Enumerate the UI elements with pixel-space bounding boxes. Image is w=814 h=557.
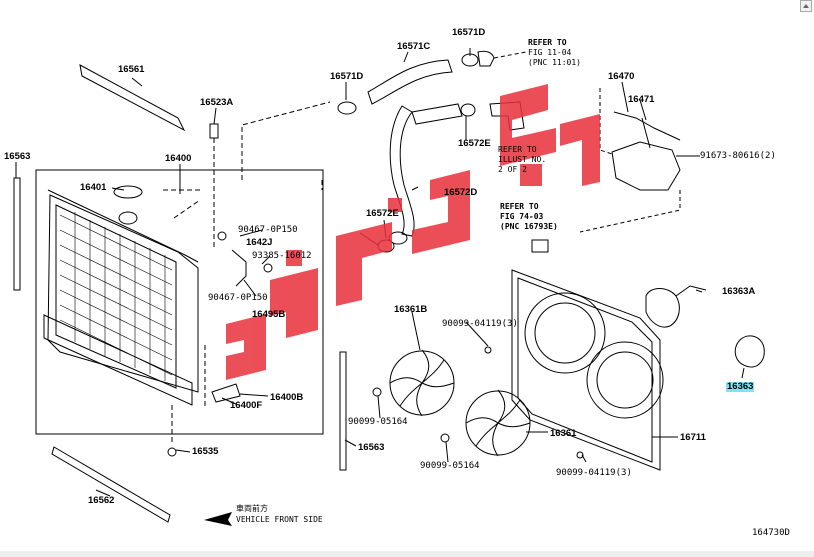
- watermark-logo: [226, 84, 600, 380]
- radiator-cap-16401: [113, 185, 143, 199]
- fan-motor-16363: [734, 335, 765, 368]
- part-label: 16561: [118, 64, 145, 75]
- part-label: 16563: [358, 442, 385, 453]
- side-seal-16563: [13, 177, 21, 291]
- side-seal-16563b: [339, 351, 347, 471]
- refer-note-2: REFER TO ILLUST NO. 2 OF 2: [498, 145, 547, 174]
- part-label: 1642J: [246, 237, 273, 248]
- part-label: 16572D: [444, 187, 478, 198]
- lower-seal-16562: [51, 446, 171, 523]
- refer-note-1: REFER TO FIG 11-04 (PNC 11:01): [528, 38, 581, 67]
- part-label: 16563: [4, 151, 31, 162]
- part-label-highlighted[interactable]: 16363: [726, 381, 755, 392]
- upper-seal-16561: [79, 64, 186, 132]
- lower-hose-16572D: [389, 105, 415, 237]
- refer-note-3: REFER TO FIG 74-03 (PNC 16793E): [500, 202, 558, 231]
- part-label: 16571C: [397, 41, 431, 52]
- front-label-jp: 車両前方: [236, 504, 268, 513]
- fan-shroud-16711: [511, 269, 661, 471]
- part-label: 16535: [192, 446, 219, 457]
- part-label: 16523A: [200, 97, 234, 108]
- part-label: 16572E: [366, 208, 399, 219]
- part-label: 90467-0P150: [208, 293, 268, 303]
- part-label: 16401: [80, 182, 107, 193]
- part-label: 90099-04119(3): [556, 468, 632, 478]
- part-label: 16361: [550, 428, 577, 439]
- part-label: 16471: [628, 94, 655, 105]
- part-label: 16572E: [458, 138, 491, 149]
- part-label: 16361B: [394, 304, 428, 315]
- front-arrow-icon: [204, 512, 232, 526]
- part-label: 16711: [680, 432, 706, 443]
- front-label: VEHICLE FRONT SIDE: [236, 515, 323, 524]
- part-label: 91673-80616(2): [700, 151, 776, 161]
- upper-hose-16571C: [367, 59, 453, 105]
- scroll-up-icon[interactable]: [800, 0, 812, 12]
- part-label: 90099-04119(3): [442, 319, 518, 329]
- part-label: 90467-0P150: [238, 225, 298, 235]
- part-label: 16562: [88, 495, 115, 506]
- part-label: 90099-05164: [348, 417, 408, 427]
- part-label: 93385-16012: [252, 251, 312, 261]
- radiator-lower-tank: [43, 314, 193, 406]
- part-label: 16400F: [230, 400, 263, 411]
- part-label: 16571D: [452, 27, 486, 38]
- part-label: 16363A: [722, 286, 756, 297]
- part-label: 16400: [165, 153, 192, 164]
- reservoir-tank-16470: [611, 141, 681, 191]
- horizontal-scrollbar[interactable]: [0, 551, 814, 557]
- part-label: 90099-05164: [420, 461, 480, 471]
- diagram-code: 164730D: [752, 528, 790, 538]
- fan-motor-16363A: [645, 288, 680, 328]
- part-label: 16470: [608, 71, 635, 82]
- part-label: 16495B: [252, 309, 286, 320]
- part-label: 16571D: [330, 71, 364, 82]
- part-label: 16400B: [270, 392, 304, 403]
